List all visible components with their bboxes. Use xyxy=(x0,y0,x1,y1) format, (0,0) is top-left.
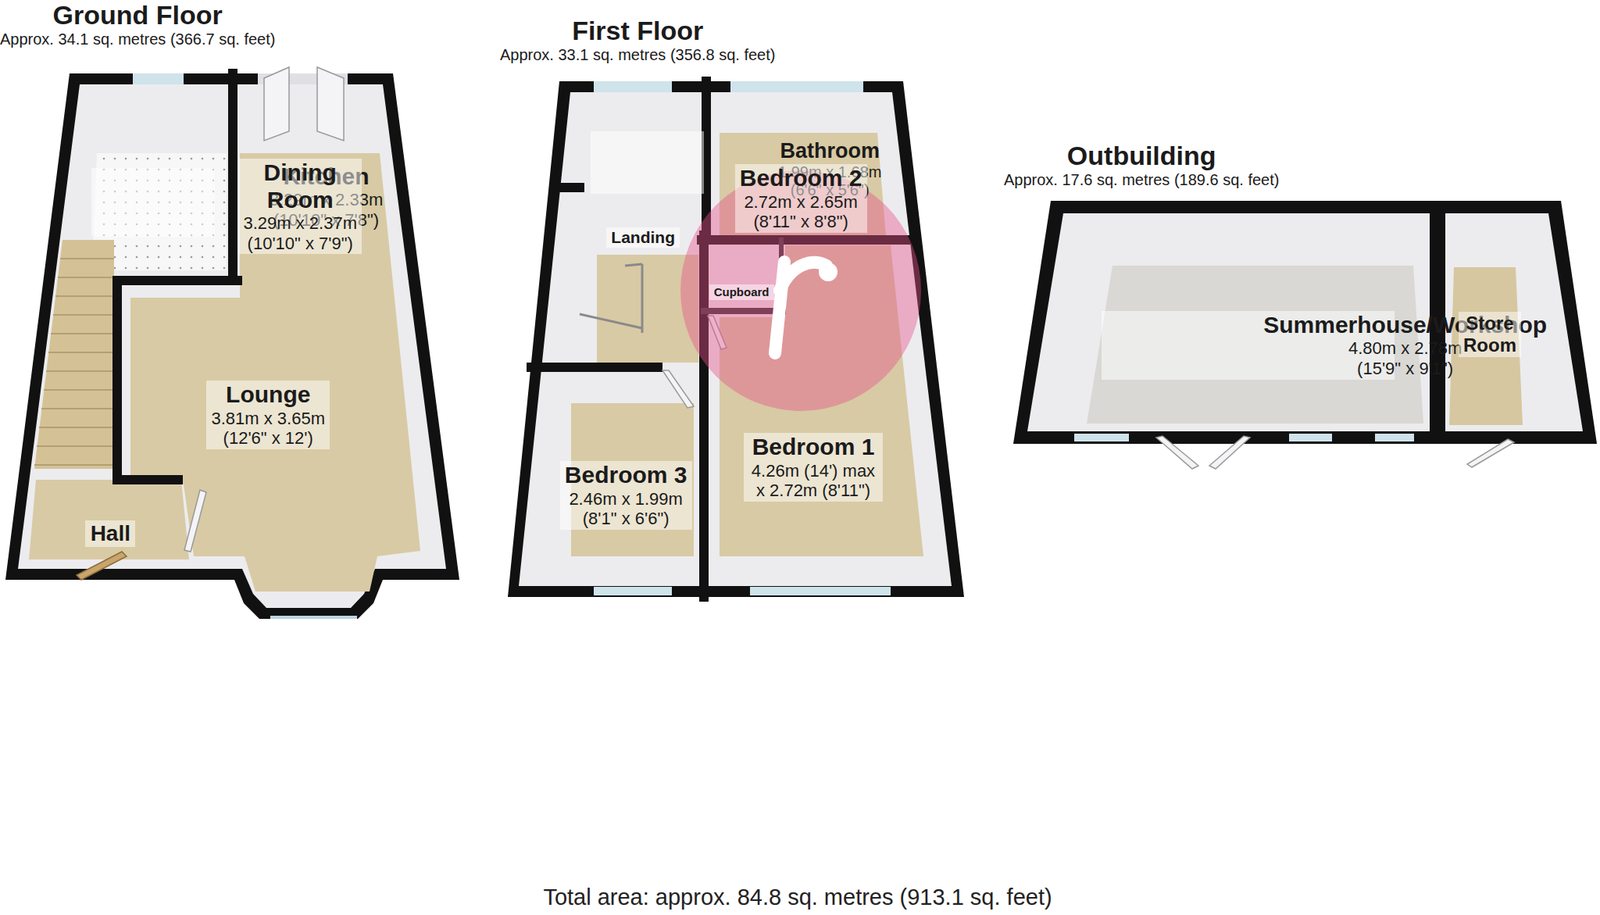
room-name: Cupboard xyxy=(714,285,770,299)
ground-floor-plan xyxy=(5,67,460,619)
room-label: Store Room xyxy=(1458,311,1522,357)
agent-watermark xyxy=(680,170,922,411)
hall-floor xyxy=(28,479,190,560)
label-stack: Dining Room3.29m x 2.37m(10'10" x 7'9") xyxy=(242,159,358,254)
room-name: Hall xyxy=(89,521,131,547)
label-stack: Landing xyxy=(610,228,675,247)
room-dimension: (10'10" x 7'9") xyxy=(242,233,358,254)
room-dimension: 2.72m x 2.65m xyxy=(739,192,863,212)
total-area-caption: Total area: approx. 84.8 sq. metres (913… xyxy=(542,884,1052,911)
room-name: Bathroom xyxy=(778,139,883,164)
floor-title: Outbuilding xyxy=(1003,140,1279,172)
room-label: Cupboard xyxy=(709,284,775,300)
room-label: Landing xyxy=(606,227,680,248)
french-door xyxy=(317,67,344,141)
floor-area: Summerhouse/Workshop4.80m x 2.78m(15'9" … xyxy=(1003,140,1600,469)
label-stack: Bedroom 32.46m x 1.99m(8'1" x 6'6") xyxy=(564,461,688,529)
front-door xyxy=(76,551,127,580)
double-door xyxy=(1209,435,1250,469)
window xyxy=(750,586,891,596)
floor-area-text: Approx. 34.1 sq. metres (366.7 sq. feet) xyxy=(0,30,275,49)
room-name: Bedroom 2 xyxy=(739,164,863,193)
floor-title: First Floor xyxy=(500,15,775,47)
kitchen-window xyxy=(132,73,184,85)
room-dimension: 3.81m x 3.65m xyxy=(210,408,325,429)
window xyxy=(1375,433,1415,442)
label-stack: Cupboard xyxy=(714,285,770,299)
store-door xyxy=(1467,439,1515,468)
floor-title: Ground Floor xyxy=(0,0,275,31)
room-dimension: 4.26m (14') max x 2.72m (8'11") xyxy=(748,460,879,501)
room-name: Landing xyxy=(610,228,675,247)
label-stack: Lounge3.81m x 3.65m(12'6" x 12') xyxy=(210,381,325,448)
first-floor-plan xyxy=(507,81,965,597)
room-label: Hall xyxy=(85,520,136,547)
floor-area: Bathroom1.99m x 1.68m(6'6" x 5'6") Bedroo… xyxy=(500,15,977,610)
outbuilding-plan xyxy=(1013,200,1597,469)
window xyxy=(1289,433,1333,442)
label-stack: OutbuildingApprox. 17.6 sq. metres (189.… xyxy=(1003,140,1279,190)
room-name: Store Room xyxy=(1463,312,1517,356)
window xyxy=(593,81,672,93)
label-stack: Bedroom 14.26m (14') max x 2.72m (8'11") xyxy=(748,433,879,500)
double-door xyxy=(1156,435,1199,469)
room-label: Bedroom 32.46m x 1.99m(8'1" x 6'6") xyxy=(560,460,693,529)
room-name: Bedroom 3 xyxy=(564,461,688,490)
store-floor xyxy=(1449,267,1523,425)
room-label: Summerhouse/Workshop4.80m x 2.78m(15'9" … xyxy=(1101,310,1395,379)
room-dimension: (8'11" x 8'8") xyxy=(739,211,863,232)
bedroom-2-floor xyxy=(719,132,886,237)
floor-area: Kitchen3.29m x 2.33m(10'10" x 7'8") Dinin… xyxy=(0,0,469,625)
window xyxy=(730,81,864,93)
room-name: Bedroom 1 xyxy=(748,433,879,461)
label-stack: Bedroom 22.72m x 2.65m(8'11" x 8'8") xyxy=(739,164,863,232)
label-stack: First FloorApprox. 33.1 sq. metres (356.… xyxy=(500,15,775,65)
wall-face xyxy=(1445,213,1583,432)
room-label: Lounge3.81m x 3.65m(12'6" x 12') xyxy=(206,380,330,449)
room-label: Bathroom1.99m x 1.68m(6'6" x 5'6") xyxy=(590,131,704,193)
bedroom-3-door xyxy=(662,370,694,408)
wall-face xyxy=(518,92,952,586)
label-stack: Hall xyxy=(89,521,131,547)
stairs xyxy=(34,239,115,469)
room-dimension: (8'1" x 6'6") xyxy=(564,508,688,529)
window xyxy=(1074,433,1129,442)
room-label: Bedroom 22.72m x 2.65m(8'11" x 8'8") xyxy=(735,164,868,233)
outer-wall xyxy=(507,81,965,597)
stair-treads xyxy=(34,258,115,465)
floor-area-text: Approx. 33.1 sq. metres (356.8 sq. feet) xyxy=(500,46,775,65)
room-dimension: 2.46m x 1.99m xyxy=(564,489,688,509)
banister xyxy=(579,264,643,333)
window xyxy=(593,586,672,596)
room-label: Kitchen3.29m x 2.33m(10'10" x 7'8") xyxy=(91,167,215,236)
room-dimension: (15'9" x 9'1") xyxy=(1263,358,1547,379)
french-door xyxy=(264,67,290,141)
room-name: Dining Room xyxy=(264,159,337,214)
room-name: Lounge xyxy=(210,381,325,409)
floor-area-text: Approx. 17.6 sq. metres (189.6 sq. feet) xyxy=(1003,171,1279,190)
outer-wall xyxy=(5,73,460,619)
bay-window xyxy=(270,615,358,619)
label-stack: Ground FloorApprox. 34.1 sq. metres (366… xyxy=(0,0,275,49)
room-dimension: (12'6" x 12') xyxy=(210,428,325,448)
label-stack: Store Room xyxy=(1463,312,1517,356)
outer-wall xyxy=(1013,200,1597,444)
room-dimension: 3.29m x 2.37m xyxy=(242,213,358,233)
room-label: Dining Room3.29m x 2.37m(10'10" x 7'9") xyxy=(238,158,362,254)
lounge-door xyxy=(184,489,207,552)
room-label: Bedroom 14.26m (14') max x 2.72m (8'11") xyxy=(743,432,883,501)
